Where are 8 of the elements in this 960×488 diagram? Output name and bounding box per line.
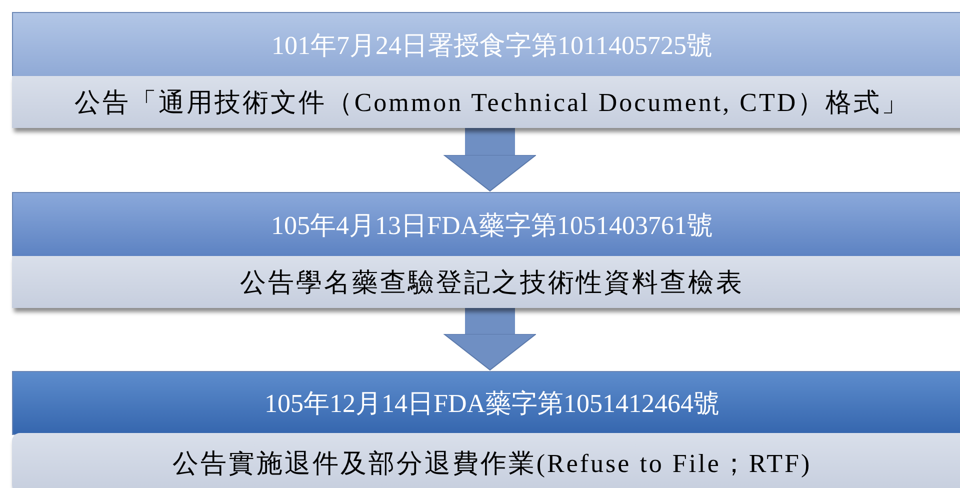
announcement-box: 公告學名藥查驗登記之技術性資料查檢表: [12, 256, 960, 308]
date-banner: 105年12月14日FDA藥字第1051412464號: [12, 371, 960, 435]
date-banner: 101年7月24日署授食字第1011405725號: [12, 12, 960, 78]
announcement-box: 公告實施退件及部分退費作業(Refuse to File；RTF): [12, 433, 960, 488]
block-arrow: [444, 308, 536, 370]
block-arrow: [444, 128, 536, 192]
date-banner: 105年4月13日FDA藥字第1051403761號: [12, 192, 960, 258]
announcement-box: 公告「通用技術文件（Common Technical Document, CTD）格式」: [12, 76, 960, 128]
